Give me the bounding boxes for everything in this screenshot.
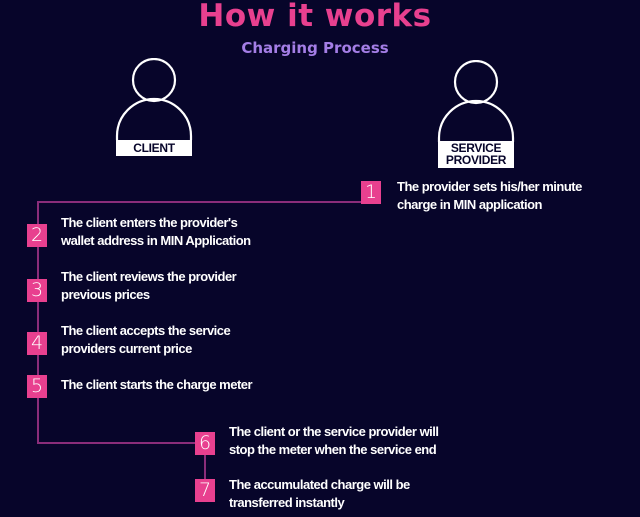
- step-line: The provider sets his/her minute: [397, 179, 582, 194]
- step-line: wallet address in MIN Application: [61, 233, 251, 248]
- step-text: The client accepts the service providers …: [61, 322, 231, 358]
- step-number-badge: 5: [27, 375, 47, 398]
- step-line: stop the meter when the service end: [229, 442, 437, 457]
- step-number-badge: 2: [27, 224, 47, 247]
- step-number-badge: 3: [27, 279, 47, 302]
- step-line: The client or the service provider will: [229, 424, 439, 439]
- step-number-badge: 6: [195, 432, 215, 455]
- step-number-badge: 7: [195, 479, 215, 502]
- step-line: providers current price: [61, 341, 192, 356]
- connector-line-bottom: [37, 442, 196, 444]
- connector-line-6-7: [204, 455, 206, 479]
- service-provider-label-line1: SERVICE: [450, 141, 502, 155]
- step-text: The client starts the charge meter: [61, 376, 253, 394]
- service-provider-label: SERVICE PROVIDER: [438, 141, 514, 168]
- step-text: The client enters the provider's wallet a…: [61, 214, 251, 250]
- step-line: previous prices: [61, 287, 150, 302]
- client-label: CLIENT: [116, 140, 192, 156]
- connector-line-left: [37, 201, 39, 443]
- step-number-badge: 1: [361, 181, 381, 204]
- step-text: The accumulated charge will be transferre…: [229, 476, 410, 512]
- step-text: The provider sets his/her minute charge i…: [397, 178, 582, 214]
- step-line: The accumulated charge will be: [229, 477, 410, 492]
- step-line: The client accepts the service: [61, 323, 231, 338]
- step-line: The client starts the charge meter: [61, 377, 253, 392]
- service-provider-person-icon: [437, 60, 515, 142]
- client-person-icon: [115, 58, 193, 140]
- connector-line-top: [37, 201, 362, 203]
- service-provider-label-line2: PROVIDER: [445, 153, 507, 167]
- page-title: How it works: [198, 0, 432, 34]
- step-text: The client reviews the provider previous …: [61, 268, 237, 304]
- step-line: The client reviews the provider: [61, 269, 237, 284]
- step-line: The client enters the provider's: [61, 215, 238, 230]
- step-number-badge: 4: [27, 332, 47, 355]
- page-subtitle: Charging Process: [241, 39, 389, 57]
- step-line: charge in MIN application: [397, 197, 542, 212]
- step-line: transferred instantly: [229, 495, 345, 510]
- step-text: The client or the service provider will s…: [229, 423, 439, 459]
